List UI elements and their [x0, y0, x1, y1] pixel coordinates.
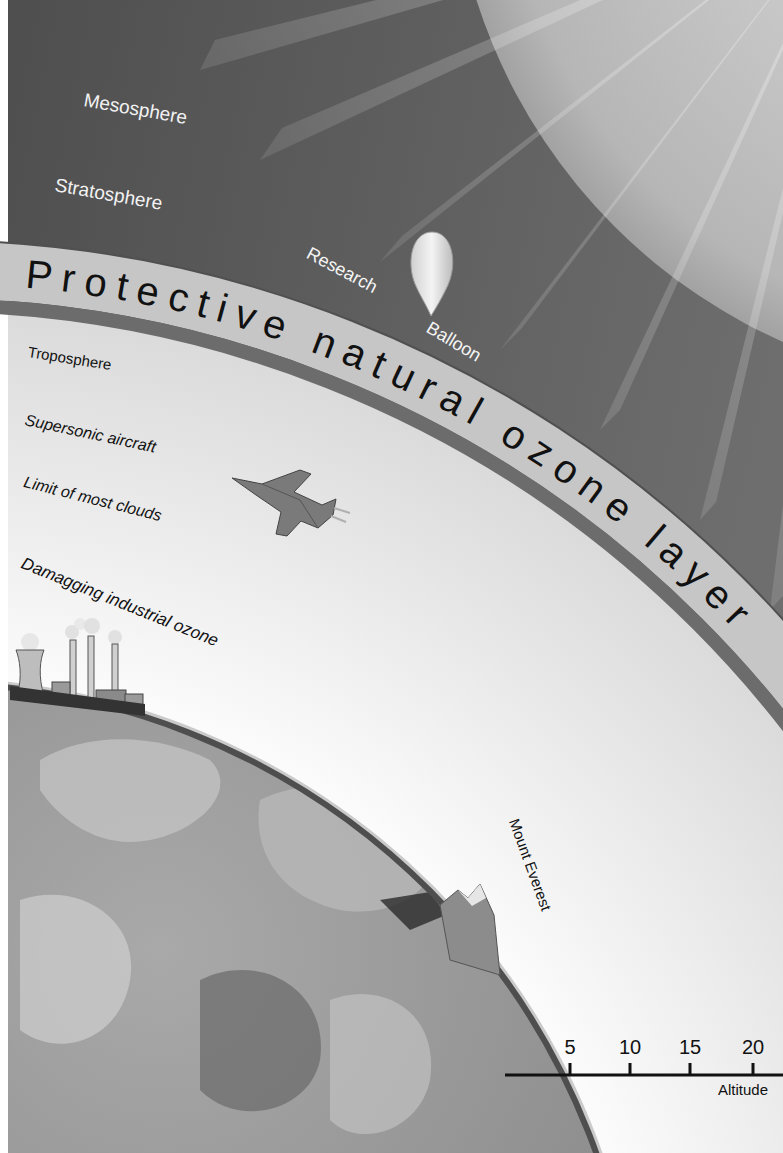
altitude-note: Limit of most clouds	[22, 473, 164, 525]
altitude-note: Supersonic aircraft	[23, 411, 157, 457]
band-outer-rim	[0, 240, 783, 1153]
band-title: Protective natural ozone layer	[17, 253, 760, 637]
balloon-label: Research	[303, 243, 381, 297]
layer-name: Mesosphere	[82, 89, 189, 129]
axis-tick-label: 20	[742, 1036, 764, 1059]
layer-name: Troposphere	[27, 343, 113, 373]
axis-tick-label: 10	[619, 1036, 641, 1059]
band-inner-rim	[0, 305, 783, 1153]
balloon-label: Balloon	[423, 317, 485, 366]
axis-tick-label: 15	[679, 1036, 701, 1059]
band-fill	[0, 269, 783, 1153]
altitude-note: Damagging industrial ozone	[18, 554, 221, 651]
axis-title: Altitude	[718, 1081, 768, 1098]
mountain-label: Mount Everest	[505, 817, 554, 914]
layer-name: Stratosphere	[53, 174, 164, 214]
axis-tick-label: 5	[564, 1036, 575, 1059]
